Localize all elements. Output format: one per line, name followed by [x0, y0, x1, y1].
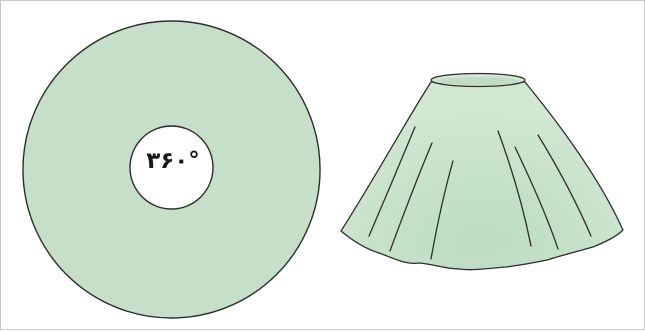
waistband-inner [438, 77, 518, 85]
skirt-body [341, 82, 623, 270]
flared-skirt [341, 74, 623, 270]
circle-angle-label: ۳۶۰° [133, 147, 213, 175]
